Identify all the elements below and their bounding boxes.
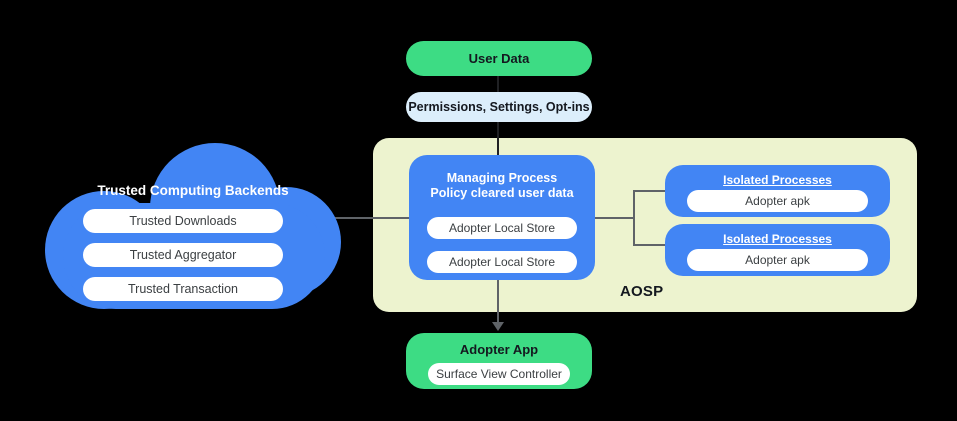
cloud-item-trusted-aggregator[interactable]: Trusted Aggregator [83,243,283,267]
node-permissions[interactable]: Permissions, Settings, Opt-ins [406,92,592,122]
adopter-app-item-surface-view-controller[interactable]: Surface View Controller [428,363,570,385]
isolated-process-1-title: Isolated Processes [723,173,832,187]
user-data-label: User Data [468,51,530,66]
adopter-app-title: Adopter App [459,342,539,357]
cloud-item-trusted-downloads[interactable]: Trusted Downloads [83,209,283,233]
managing-process-title: Managing Process Policy cleared user dat… [409,171,595,201]
connector-permissions-managing [497,122,499,156]
node-isolated-process-2[interactable]: Isolated Processes Adopter apk [665,224,890,276]
managing-process-item-adopter-local-store-1[interactable]: Adopter Local Store [427,217,577,239]
cloud-item-trusted-transaction[interactable]: Trusted Transaction [83,277,283,301]
trusted-computing-cloud: Trusted Computing Backends Trusted Downl… [45,143,341,309]
connector-bracket-top [633,190,667,192]
arrowhead-down-icon [492,322,504,331]
isolated-process-2-item-adopter-apk[interactable]: Adopter apk [687,249,868,271]
isolated-process-1-item-adopter-apk[interactable]: Adopter apk [687,190,868,212]
managing-process-title-line2: Policy cleared user data [430,186,574,200]
connector-cloud-managing [318,217,411,219]
permissions-label: Permissions, Settings, Opt-ins [408,100,590,114]
connector-managing-adopterapp [497,280,499,325]
connector-userdata-permissions [497,76,499,93]
connector-bracket-bottom [633,244,667,246]
managing-process-item-adopter-local-store-2[interactable]: Adopter Local Store [427,251,577,273]
isolated-process-2-title: Isolated Processes [723,232,832,246]
node-isolated-process-1[interactable]: Isolated Processes Adopter apk [665,165,890,217]
aosp-panel-label: AOSP [620,283,664,300]
managing-process-title-line1: Managing Process [446,171,558,185]
node-managing-process[interactable]: Managing Process Policy cleared user dat… [409,155,595,280]
node-adopter-app[interactable]: Adopter App Surface View Controller [406,333,592,389]
node-user-data[interactable]: User Data [406,41,592,76]
connector-bracket-vertical [633,190,635,246]
connector-managing-bracket-stem [593,217,635,219]
cloud-title: Trusted Computing Backends [97,183,289,198]
